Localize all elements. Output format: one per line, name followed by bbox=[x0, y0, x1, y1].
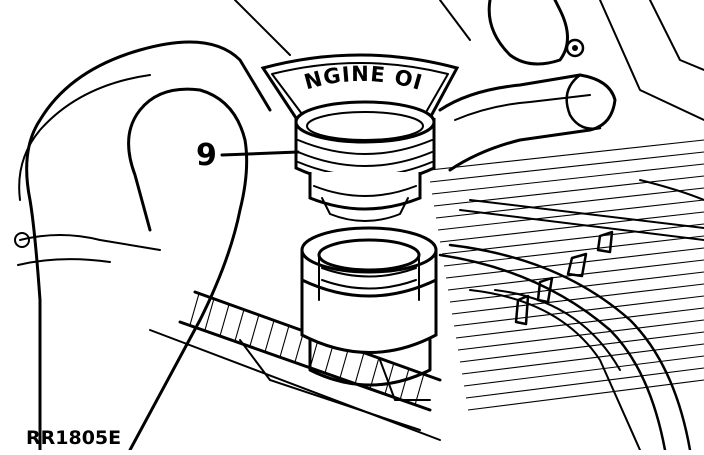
upper-right-hoses bbox=[234, 0, 704, 172]
cap-embossed-text: ENGINE OIL bbox=[0, 0, 425, 95]
wiring-harness bbox=[438, 179, 704, 452]
callout: 9 bbox=[196, 138, 300, 173]
callout-number: 9 bbox=[196, 138, 217, 173]
oil-filler-neck bbox=[300, 226, 438, 401]
rocker-cover-hatching bbox=[429, 139, 704, 411]
figure-reference-code: RR1805E bbox=[26, 427, 121, 449]
left-coolant-hose bbox=[14, 40, 272, 452]
oil-filler-cap: ENGINE OIL bbox=[0, 0, 460, 222]
